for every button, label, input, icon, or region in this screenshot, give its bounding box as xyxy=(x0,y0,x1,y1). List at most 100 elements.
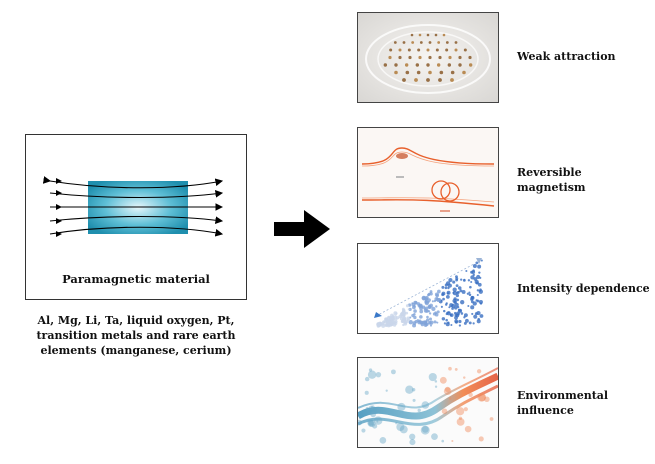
decorative-dot xyxy=(456,298,460,302)
decorative-dot xyxy=(381,323,385,326)
decorative-dot xyxy=(426,63,430,67)
decorative-dot xyxy=(454,368,458,371)
decorative-dot xyxy=(441,408,448,415)
decorative-dot xyxy=(394,63,398,67)
decorative-dot xyxy=(367,420,374,427)
decorative-dot xyxy=(424,297,429,301)
decorative-dot xyxy=(431,433,438,440)
decorative-dot xyxy=(385,389,388,392)
decorative-dot xyxy=(475,299,478,302)
decorative-dot xyxy=(439,70,444,75)
decorative-dot xyxy=(436,63,441,67)
decorative-dot xyxy=(373,416,383,425)
decorative-dot xyxy=(426,48,430,52)
decorative-dot xyxy=(473,277,478,281)
swirl-wave-illustration xyxy=(358,358,498,447)
decorative-dot xyxy=(384,319,387,323)
decorative-dot xyxy=(434,292,439,297)
decorative-dot xyxy=(458,324,462,327)
decorative-dot xyxy=(455,275,458,279)
decorative-dot xyxy=(441,291,446,296)
field-line xyxy=(49,190,224,199)
decorative-dot xyxy=(429,292,433,296)
decorative-dot xyxy=(393,41,397,44)
field-line xyxy=(49,215,224,224)
decorative-dot xyxy=(458,55,462,60)
decorative-dot xyxy=(489,417,494,421)
decorative-dot xyxy=(445,294,450,299)
decorative-dot xyxy=(479,289,482,292)
decorative-dot xyxy=(435,48,439,52)
decorative-dot xyxy=(448,306,451,309)
decorative-dot xyxy=(421,425,429,433)
decorative-dot xyxy=(452,298,457,304)
decorative-dot xyxy=(428,41,432,44)
field-line-start-arrows xyxy=(56,178,62,237)
decorative-dot xyxy=(449,303,454,308)
decorative-dot xyxy=(427,298,431,302)
decorative-dot xyxy=(458,63,462,67)
decorative-dot xyxy=(386,315,391,320)
decorative-dot xyxy=(454,302,459,307)
decorative-dot xyxy=(372,423,378,429)
decorative-dot xyxy=(463,48,467,52)
decorative-dot xyxy=(377,322,382,327)
decorative-dot xyxy=(402,78,406,82)
decorative-dot xyxy=(393,315,397,319)
decorative-dot xyxy=(428,55,432,60)
weak-attraction-panel xyxy=(357,12,499,103)
decorative-dot xyxy=(470,295,475,300)
decorative-dot xyxy=(400,311,404,315)
decorative-dot xyxy=(365,407,370,411)
decorative-dot xyxy=(419,315,423,319)
decorative-dot xyxy=(444,386,451,393)
decorative-dot xyxy=(463,407,468,412)
decorative-dot xyxy=(368,420,376,427)
decorative-dot xyxy=(376,407,381,412)
decorative-dot xyxy=(467,279,471,282)
decorative-dot xyxy=(435,305,438,308)
decorative-dot xyxy=(460,312,464,315)
decorative-dot xyxy=(431,306,436,311)
magnetic-field-lines xyxy=(42,176,224,237)
decorative-dot xyxy=(424,300,428,303)
decorative-dot xyxy=(414,301,418,305)
decorative-dot xyxy=(425,309,429,313)
decorative-dot xyxy=(458,416,463,420)
decorative-dot xyxy=(449,313,454,318)
decorative-dot xyxy=(442,33,446,37)
decorative-dot xyxy=(443,309,446,313)
decorative-dot xyxy=(463,321,467,325)
decorative-dot xyxy=(398,48,402,52)
decorative-dot xyxy=(428,372,437,382)
decorative-dot xyxy=(462,70,466,75)
decorative-dot xyxy=(479,314,484,318)
property-label-environmental-influence: Environmental influence xyxy=(517,389,609,417)
decorative-dot xyxy=(445,48,449,52)
decorative-dot xyxy=(444,286,448,290)
decorative-dot xyxy=(456,305,460,309)
environmental-influence-panel xyxy=(357,357,499,448)
decorative-dot xyxy=(405,304,410,308)
decorative-dot xyxy=(468,63,473,67)
decorative-dot xyxy=(412,398,416,402)
decorative-dot xyxy=(391,319,395,323)
decorative-dot xyxy=(411,41,415,44)
decorative-dot xyxy=(460,278,463,281)
property-label-weak-attraction: Weak attraction xyxy=(517,50,616,63)
decorative-dot xyxy=(452,287,457,292)
decorative-dot xyxy=(411,388,416,392)
decorative-dot xyxy=(405,385,414,394)
decorative-dot xyxy=(367,419,374,426)
decorative-dot xyxy=(426,33,430,37)
decorative-dot xyxy=(417,48,421,52)
decorative-dot xyxy=(409,433,416,440)
decorative-dot xyxy=(413,315,417,320)
decorative-dot xyxy=(478,271,481,274)
decorative-dot xyxy=(433,320,437,324)
decorative-dot xyxy=(425,306,429,310)
decorative-dot xyxy=(476,319,481,324)
decorative-dot xyxy=(453,311,457,315)
decorative-dot xyxy=(426,315,429,319)
decorative-dot xyxy=(443,387,452,395)
